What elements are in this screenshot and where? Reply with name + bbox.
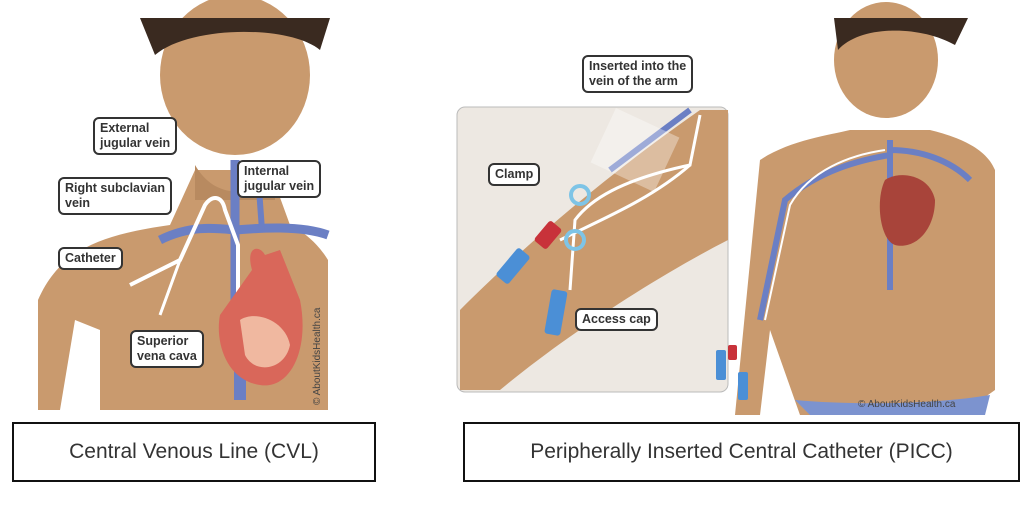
label-inserted-into-arm-vein: Inserted into the vein of the arm — [582, 55, 694, 93]
label-superior-vena-cava: Superior vena cava — [130, 330, 204, 368]
label-external-jugular-vein: External jugular vein — [93, 117, 178, 155]
cvl-caption: Central Venous Line (CVL) — [12, 422, 376, 482]
cvl-watermark: © AboutKidsHealth.ca — [312, 307, 323, 405]
label-right-subclavian-vein: Right subclavian vein — [58, 177, 173, 215]
label-clamp: Clamp — [488, 163, 541, 186]
label-access-cap: Access cap — [575, 308, 658, 331]
label-internal-jugular-vein: Internal jugular vein — [237, 160, 322, 198]
picc-arm-inset — [456, 106, 729, 393]
picc-body-illustration — [716, 2, 995, 415]
cvl-illustration — [38, 0, 330, 410]
picc-caption: Peripherally Inserted Central Catheter (… — [463, 422, 1020, 482]
picc-watermark: © AboutKidsHealth.ca — [858, 399, 956, 410]
label-catheter: Catheter — [58, 247, 123, 270]
